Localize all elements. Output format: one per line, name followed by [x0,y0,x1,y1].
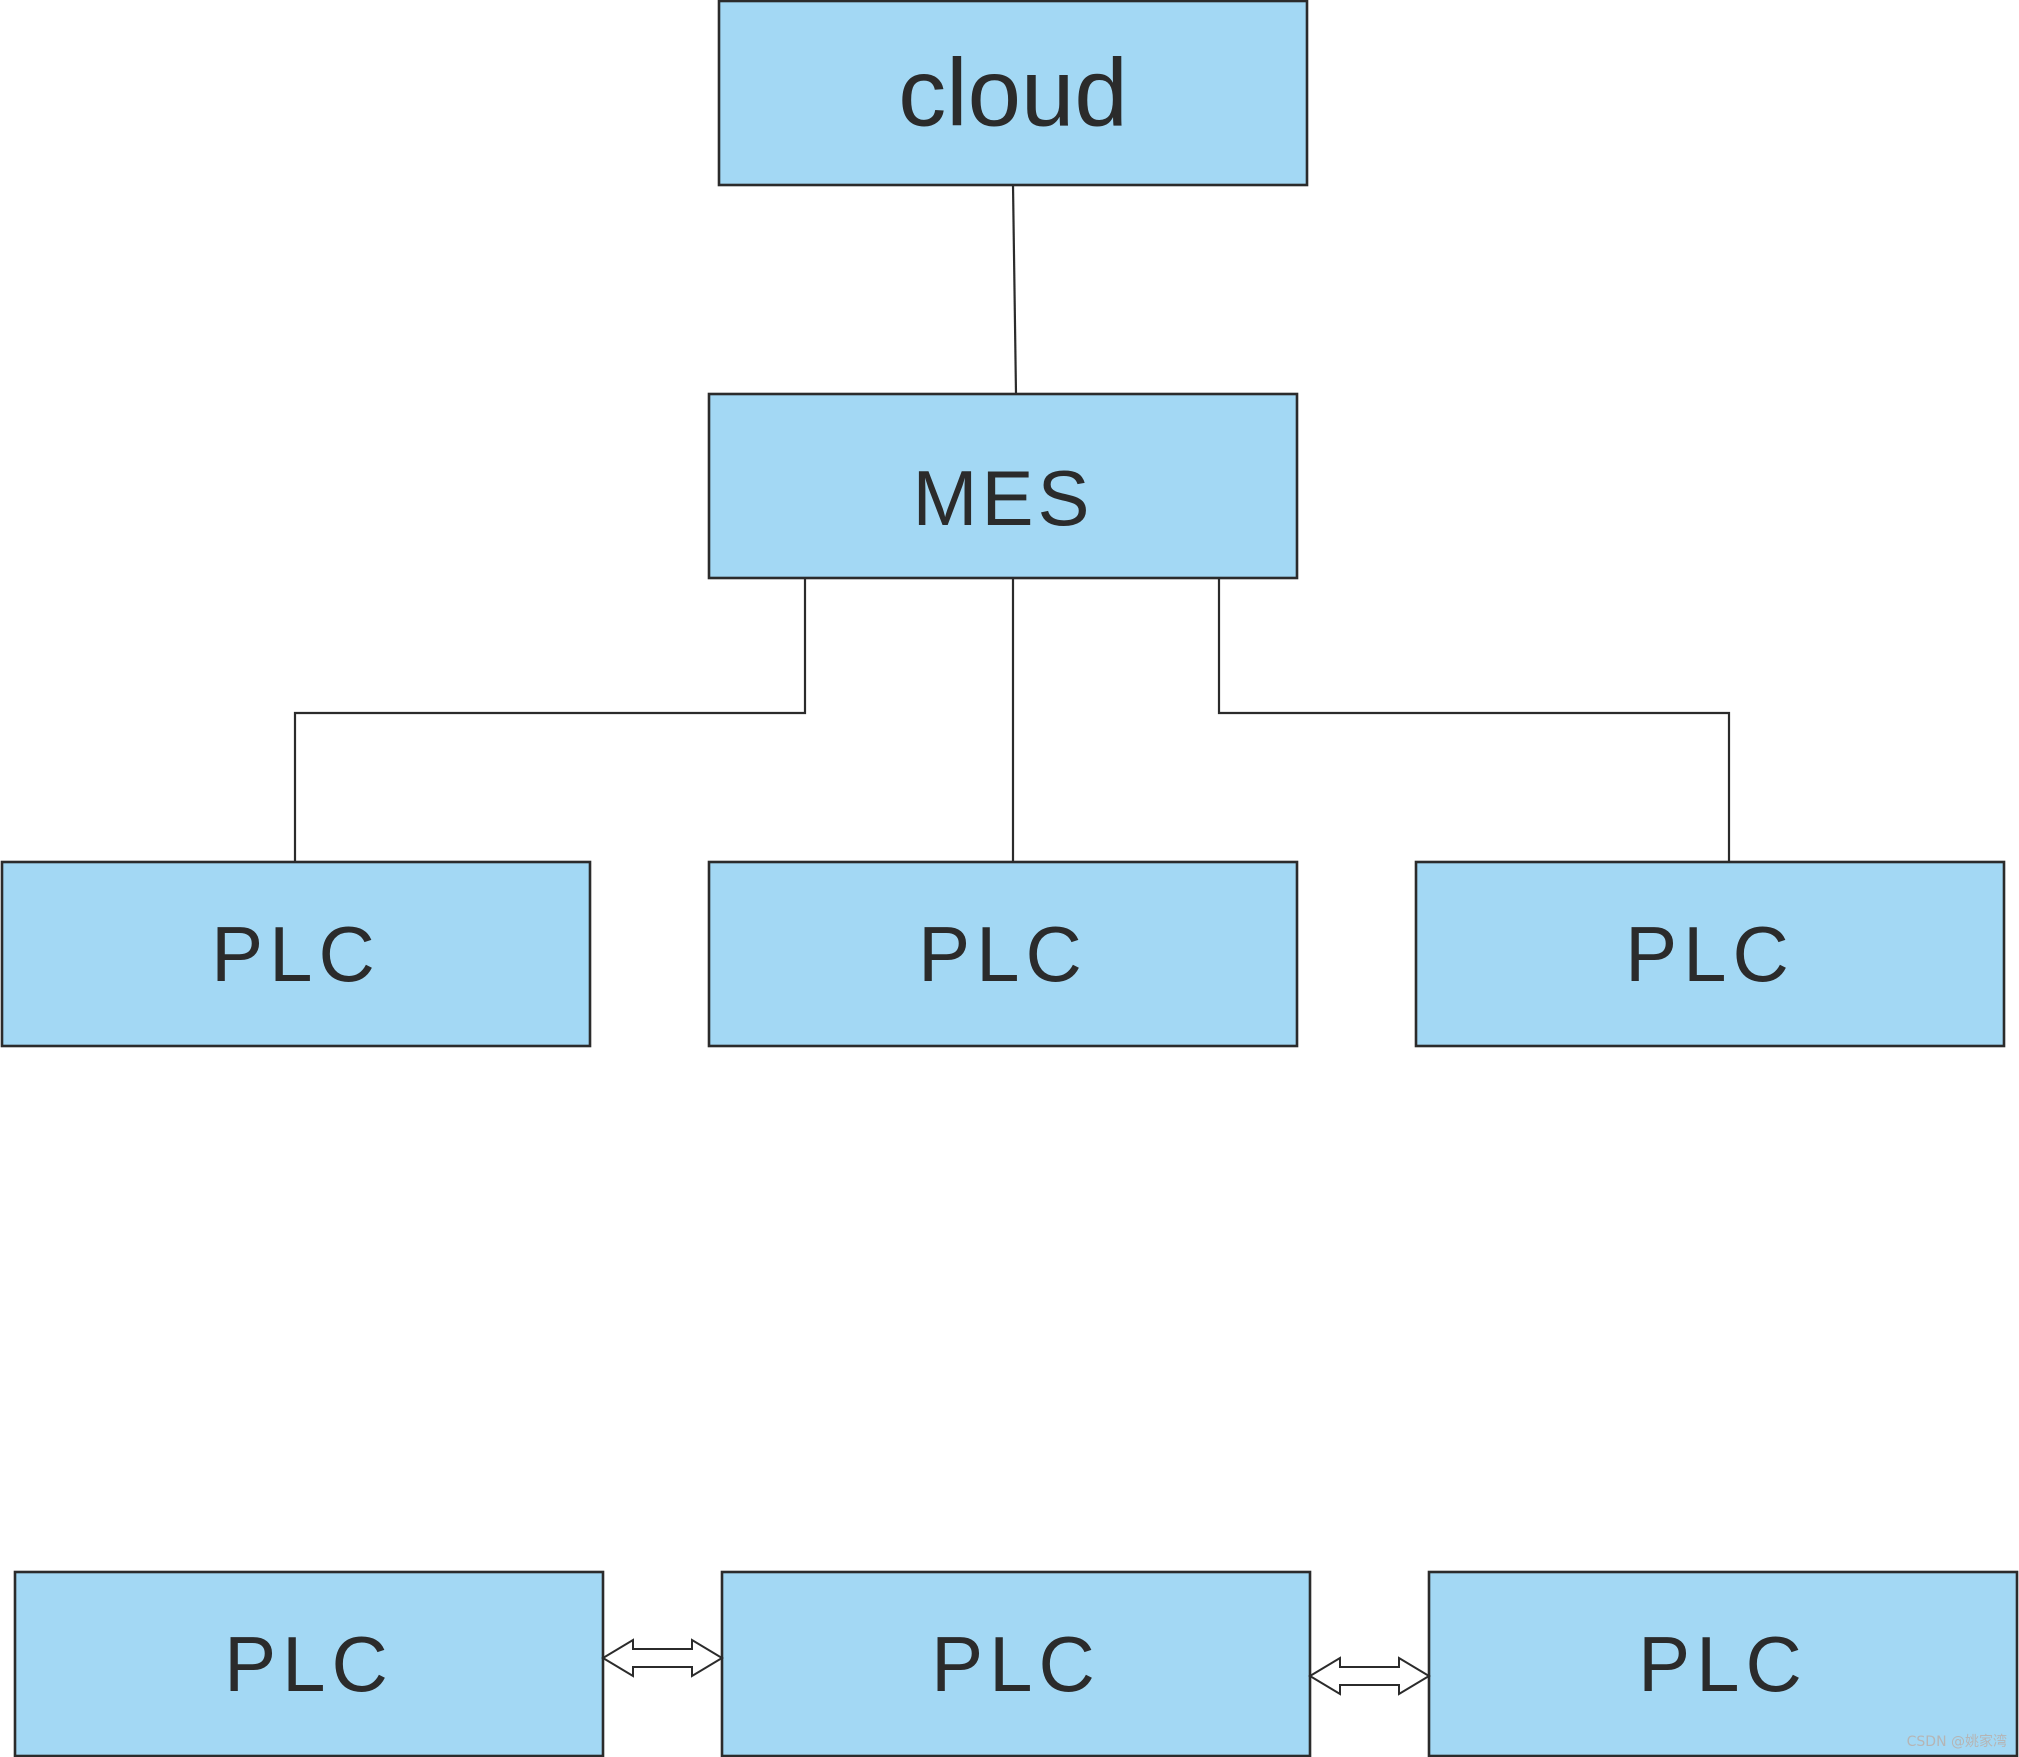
node-cloud: cloud [717,0,1309,187]
node-cloud-label: cloud [898,40,1128,147]
peer-plc-chain: PLC PLC PLC [13,1570,2019,1757]
peer-plc-box-2 [720,1570,1312,1757]
plc-label-left: PLC [211,910,381,998]
connector-mes-plc-left [293,578,807,862]
plc-label-center: PLC [918,910,1088,998]
plc-box-left [0,860,592,1048]
double-arrow-icon-1 [601,1638,724,1678]
hierarchy-connectors [293,184,1731,862]
node-mes-box [707,392,1299,580]
double-arrow-icon-2 [1308,1656,1431,1696]
plc-box-right [1414,860,2006,1048]
node-mes: MES [707,392,1299,580]
peer-plc-label-3: PLC [1638,1620,1808,1708]
node-mes-label: MES [912,454,1093,542]
peer-plc-box-1 [13,1570,605,1757]
connector-cloud-mes [1011,184,1018,395]
connector-mes-plc-right [1217,578,1731,862]
watermark: CSDN @姚家湾 [1906,1734,2007,1750]
peer-plc-label-1: PLC [224,1620,394,1708]
hierarchy-plc-row: PLC PLC PLC [0,860,2006,1048]
node-cloud-box [717,0,1309,187]
peer-plc-box-3 [1427,1570,2019,1757]
plc-box-center [707,860,1299,1048]
plc-label-right: PLC [1625,910,1795,998]
peer-plc-label-2: PLC [931,1620,1101,1708]
